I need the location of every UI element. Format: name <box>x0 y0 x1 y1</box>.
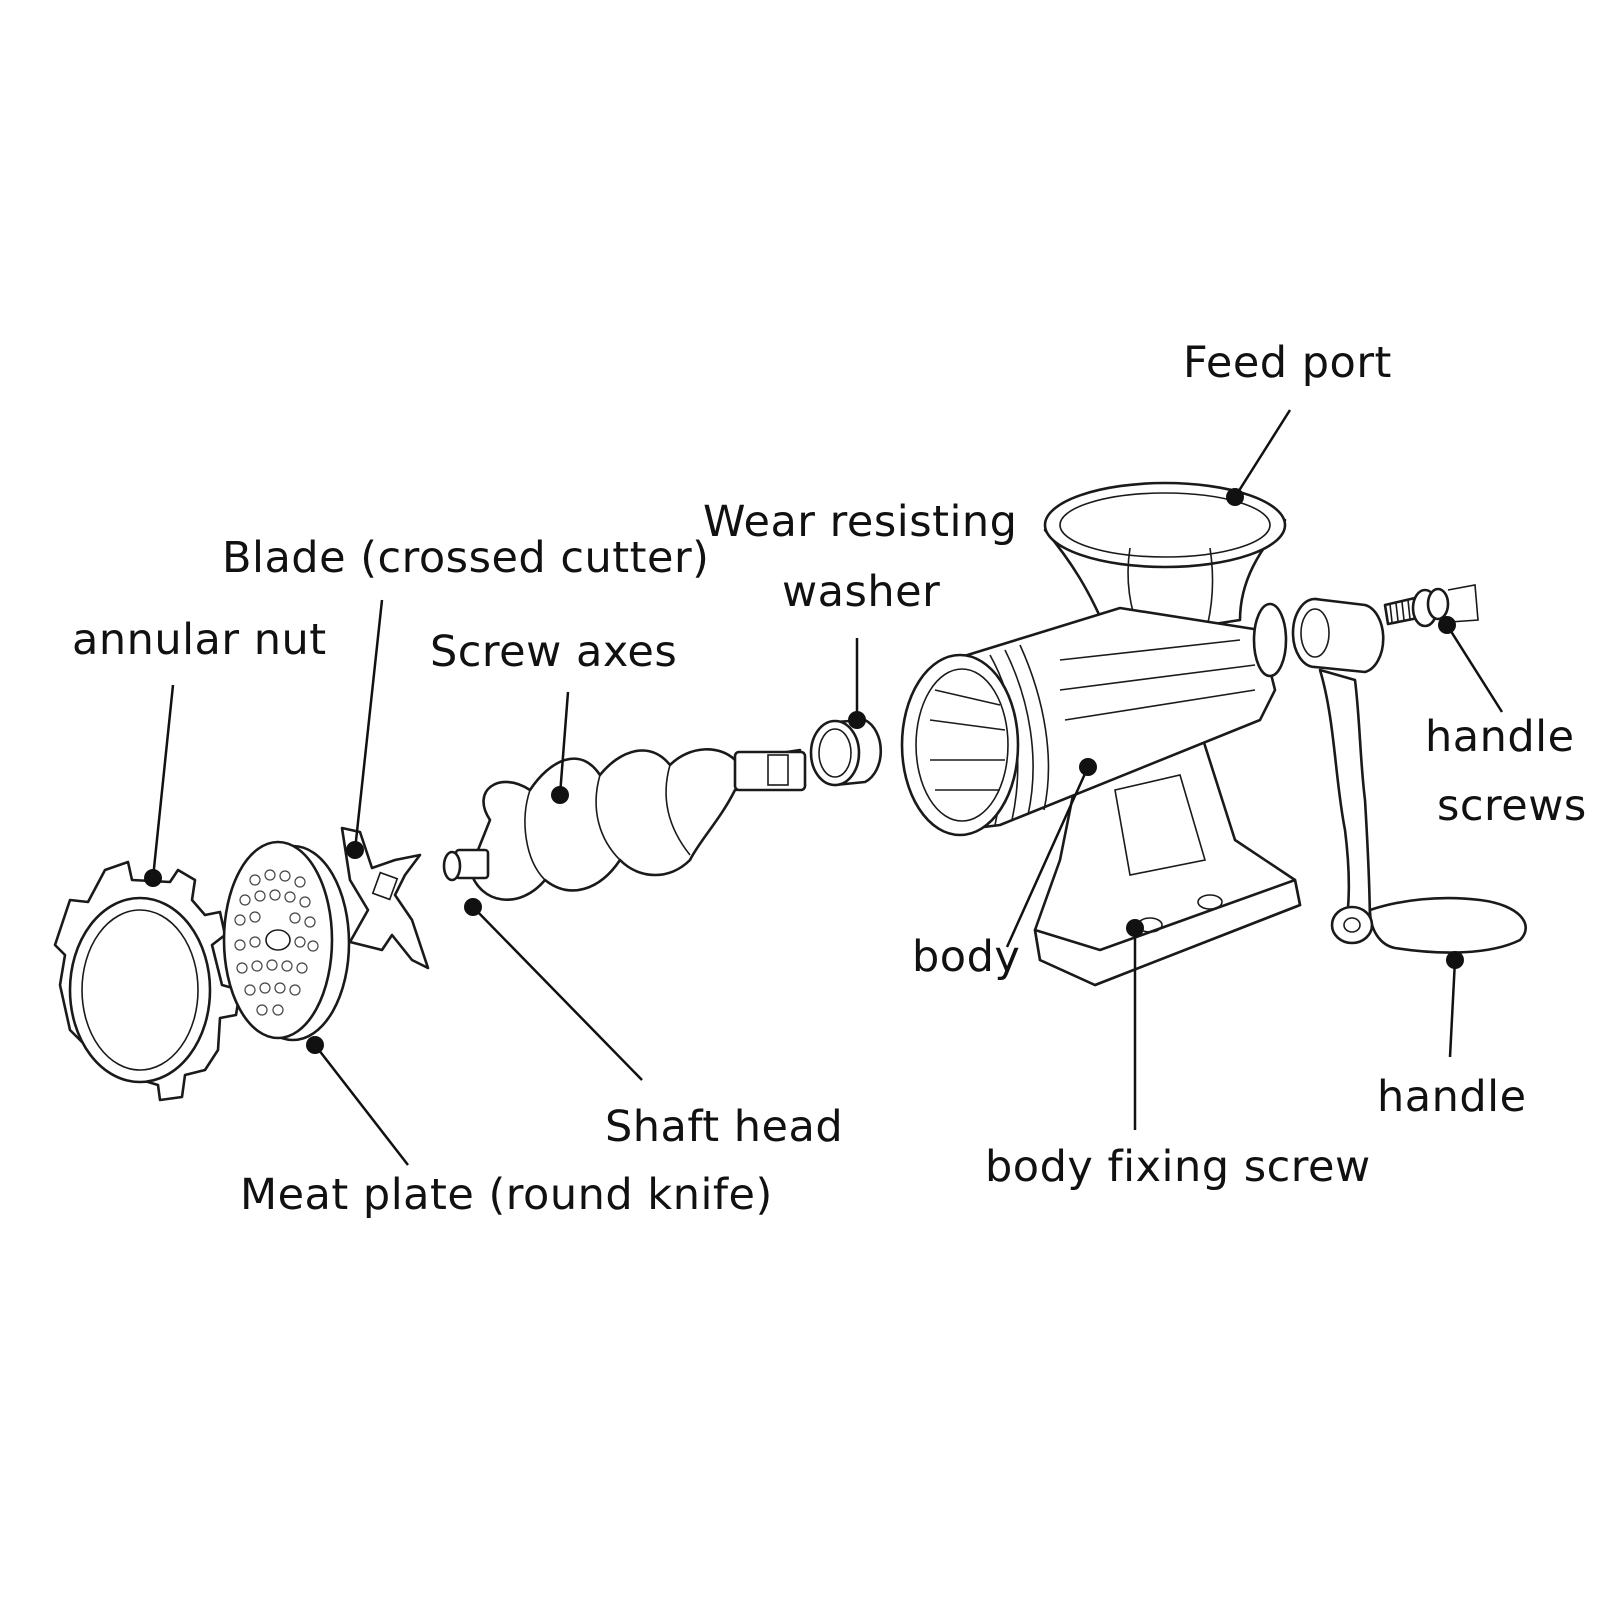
label-wear-washer-line1: Wear resisting <box>703 497 1018 547</box>
label-screw-axes: Screw axes <box>430 627 678 677</box>
leader-blade <box>353 599 384 851</box>
dot-body-fixing-screw <box>1126 919 1144 937</box>
leader-feed-port <box>1233 409 1292 498</box>
dot-body <box>1079 758 1097 776</box>
annular-nut-drawing <box>53 860 242 1102</box>
label-body-fixing-screw: body fixing screw <box>985 1142 1371 1192</box>
meat-plate-drawing <box>222 840 351 1042</box>
label-handle-screws-line2: screws <box>1437 781 1587 831</box>
label-shaft-head: Shaft head <box>605 1102 844 1152</box>
handle-drawing <box>1291 597 1527 954</box>
label-meat-plate: Meat plate (round knife) <box>240 1170 773 1220</box>
dot-handle <box>1446 951 1464 969</box>
dot-shaft-head <box>464 898 482 916</box>
dot-annular-nut <box>144 869 162 887</box>
label-handle-screws-line1: handle <box>1425 712 1575 762</box>
leader-meat-plate <box>314 1044 409 1166</box>
dot-blade <box>346 841 364 859</box>
dot-feed-port <box>1226 488 1244 506</box>
dot-handle-screws <box>1438 616 1456 634</box>
dot-meat-plate <box>306 1036 324 1054</box>
dot-wear-washer <box>848 711 866 729</box>
label-body: body <box>912 932 1021 982</box>
label-annular-nut: annular nut <box>72 615 327 665</box>
leader-screw-axes <box>558 691 570 796</box>
wear-washer-drawing <box>809 718 883 787</box>
leader-shaft-head <box>472 906 643 1081</box>
handle-screws-drawing <box>1383 584 1479 628</box>
leader-handle <box>1448 959 1457 1058</box>
label-wear-washer-line2: washer <box>782 567 941 617</box>
label-feed-port: Feed port <box>1183 338 1392 388</box>
leader-lines <box>144 409 1504 1166</box>
dot-screw-axes <box>551 786 569 804</box>
blade-drawing <box>340 826 430 970</box>
leader-body <box>1005 766 1090 948</box>
leader-handle-screws <box>1445 624 1504 713</box>
label-blade: Blade (crossed cutter) <box>222 533 710 583</box>
body-drawing <box>900 481 1302 987</box>
leader-annular-nut <box>151 684 175 879</box>
label-handle: handle <box>1377 1072 1527 1122</box>
screw-axes-drawing <box>442 748 807 901</box>
